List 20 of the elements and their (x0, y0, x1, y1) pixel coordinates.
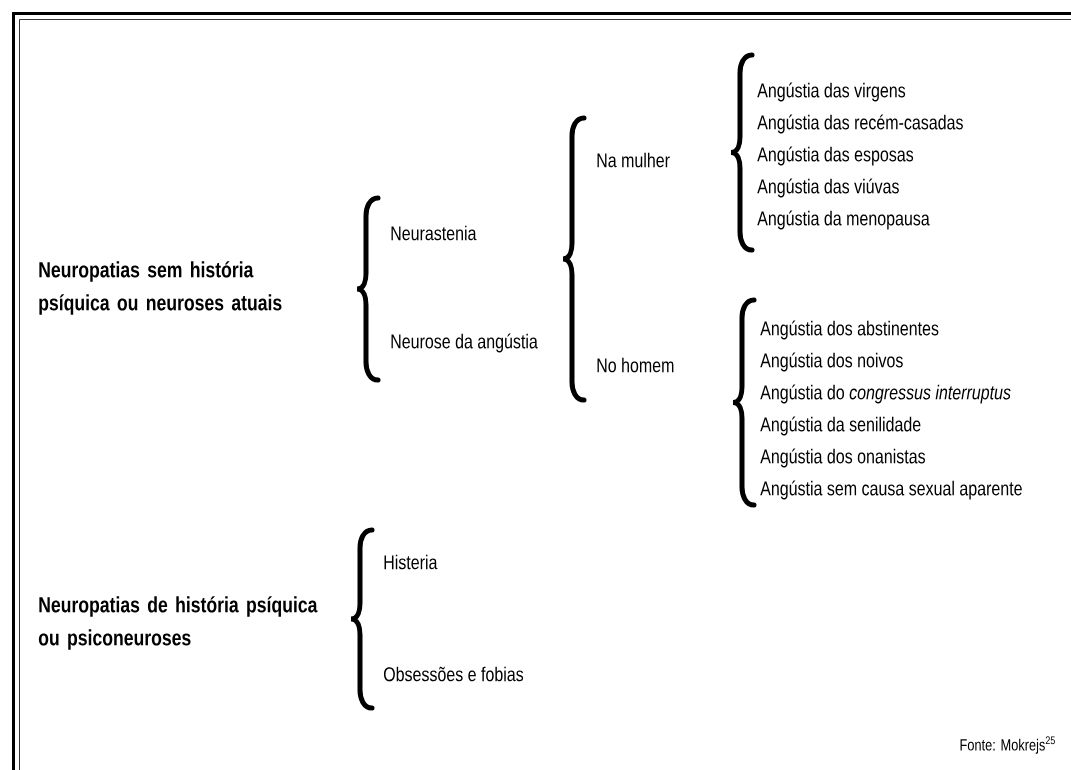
list-item: Angústia das virgens (757, 82, 906, 102)
category-label: No homem (597, 357, 674, 373)
category-label: Na mulher (597, 152, 670, 168)
category-label: Neurastenia (391, 225, 477, 241)
list-item: Angústia sem causa sexual aparente (760, 480, 1022, 500)
list-item: Angústia das viúvas (757, 178, 899, 198)
list-item: Angústia dos noivos (760, 352, 903, 372)
category-label: Neurose da angústia (391, 333, 538, 353)
group-heading: Neuropatias sem história psíquica ou neuroses atuais (39, 261, 282, 315)
category-label: Obsessões e fobias (383, 666, 524, 682)
list-item: Angústia dos abstinentes (760, 320, 939, 340)
list-item: Angústia do congressus interruptus (760, 384, 1011, 404)
source-note: Fonte: Mokrejs$^{25}$ (960, 736, 1055, 754)
list-item: Angústia dos onanistas (760, 448, 926, 468)
group-heading: Neuropatias de história psíquica ou psiconeuroses (38, 596, 318, 650)
list-item: Angústia da senilidade (760, 416, 921, 436)
list-item: Angústia da menopausa (757, 210, 930, 230)
list-item: Angústia das recém-casadas (757, 114, 963, 134)
list-item: Angústia das esposas (757, 146, 914, 166)
category-label: Histeria (384, 554, 438, 570)
